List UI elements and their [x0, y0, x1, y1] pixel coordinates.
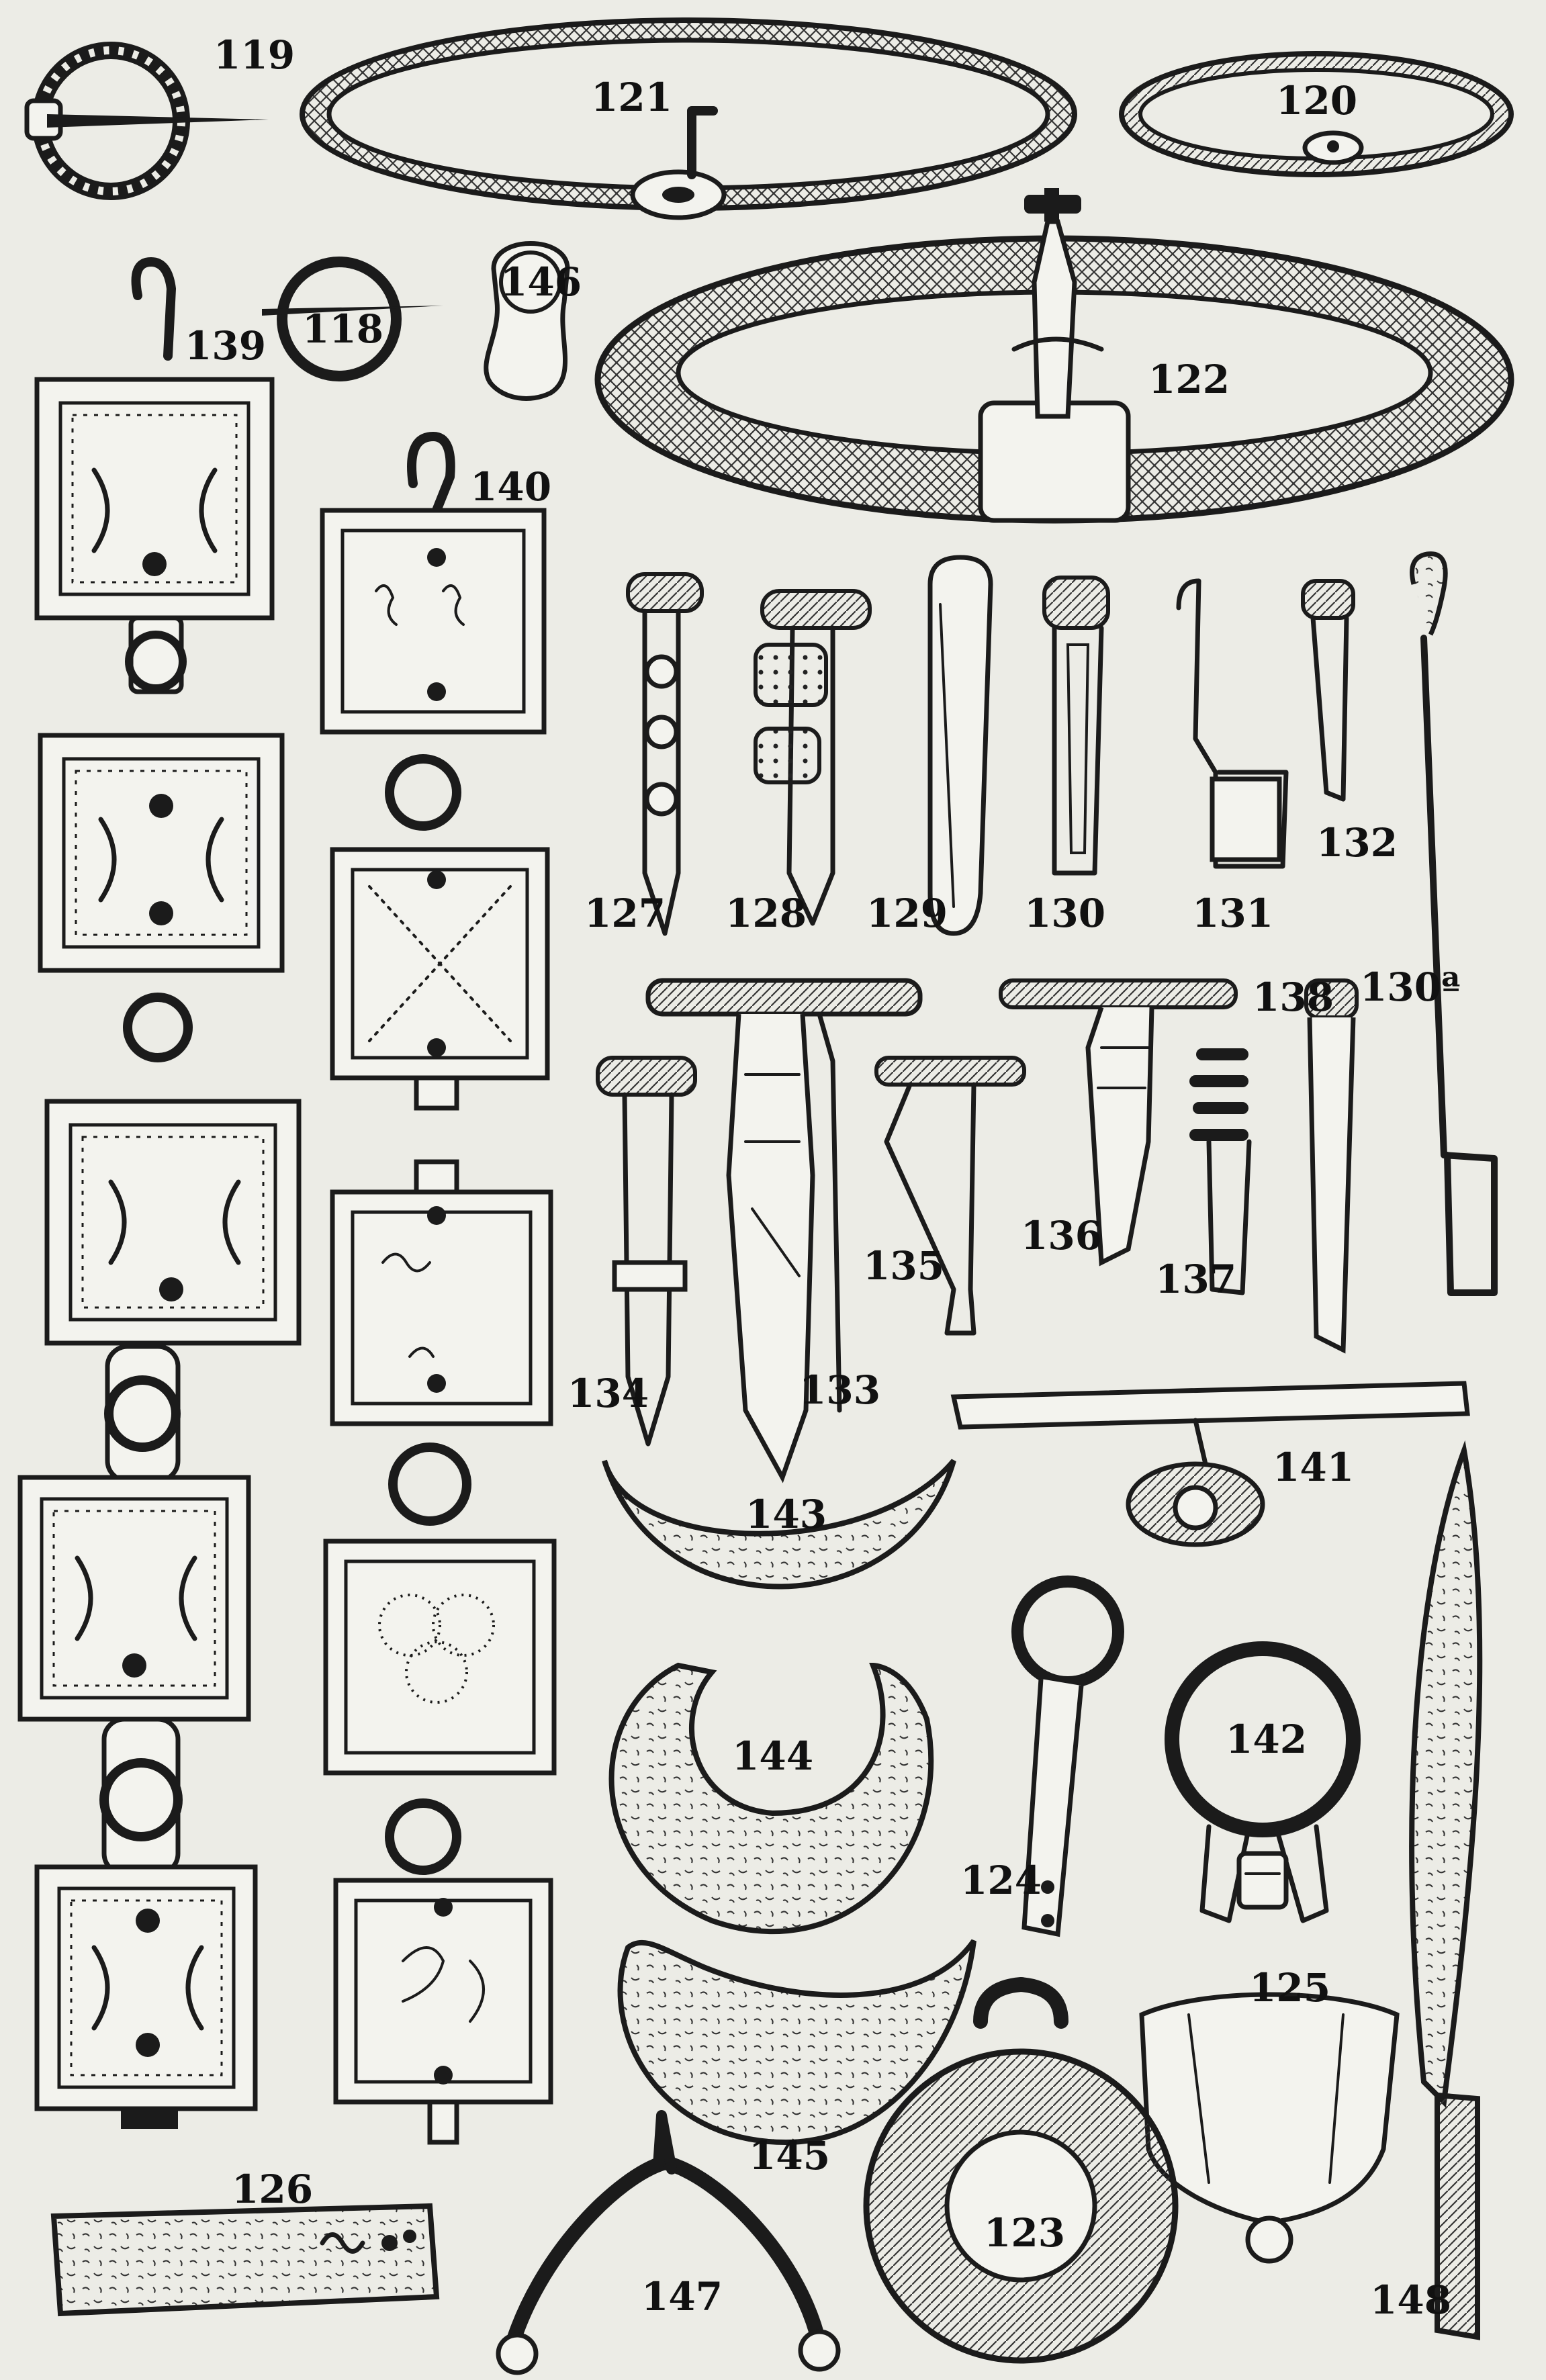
label-130: 130	[1024, 890, 1105, 936]
label-134: 134	[567, 1371, 649, 1416]
item-123-box	[863, 1977, 1179, 2364]
label-148: 148	[1370, 2277, 1451, 2323]
item-137-fibula	[1189, 1048, 1252, 1295]
item-134-fibula	[596, 1056, 697, 1447]
item-132-fibula	[1301, 579, 1355, 802]
label-129: 129	[866, 890, 948, 936]
item-119-brooch	[24, 42, 269, 200]
label-127: 127	[584, 890, 666, 936]
label-135: 135	[863, 1243, 944, 1289]
label-119: 119	[214, 32, 295, 78]
label-146: 146	[500, 259, 582, 305]
item-139-chain-lower	[17, 1099, 302, 2129]
label-147: 147	[641, 2274, 723, 2320]
label-131: 131	[1192, 890, 1273, 936]
item-128-fibula	[754, 589, 872, 926]
label-139: 139	[185, 323, 266, 369]
label-125: 125	[1249, 1965, 1330, 2011]
label-140: 140	[470, 464, 551, 510]
label-144: 144	[732, 1733, 813, 1779]
item-118-brooch	[262, 257, 443, 381]
item-121-torc	[300, 17, 1077, 220]
label-137: 137	[1155, 1256, 1236, 1302]
item-126-strip	[50, 2203, 440, 2317]
item-145-lunula	[617, 1939, 976, 2146]
item-130a-pin	[1410, 551, 1498, 1296]
item-133-fibula	[645, 978, 923, 1483]
item-124-ring-bar	[1011, 1575, 1124, 1937]
item-120-ring	[1119, 51, 1514, 177]
item-131-fibula	[1176, 578, 1289, 869]
item-135-fibula	[874, 1056, 1026, 1336]
figure-labels: 119 121 120 118 146 122 139 140 127 128 …	[185, 32, 1460, 2323]
item-130-fibula	[1042, 576, 1110, 876]
item-127-fibula	[626, 572, 704, 936]
item-138-fibula	[1304, 978, 1359, 1354]
item-144-lunula	[608, 1662, 934, 1935]
label-132: 132	[1316, 820, 1398, 866]
item-129-fibula	[927, 555, 993, 936]
label-141: 141	[1273, 1445, 1354, 1490]
item-141-fitting	[950, 1381, 1470, 1547]
item-140-chain	[320, 432, 557, 2145]
label-142: 142	[1226, 1717, 1307, 1762]
item-146-pendant	[484, 241, 570, 401]
label-130a: 130ª	[1360, 964, 1460, 1010]
item-147-spur	[496, 2110, 841, 2375]
label-133: 133	[799, 1367, 880, 1413]
label-120: 120	[1276, 78, 1357, 124]
label-136: 136	[1021, 1213, 1102, 1258]
label-118: 118	[302, 306, 383, 352]
label-126: 126	[232, 2166, 313, 2212]
label-128: 128	[725, 890, 807, 936]
label-124: 124	[960, 1858, 1042, 1903]
label-123: 123	[984, 2210, 1065, 2256]
item-122-torc	[594, 188, 1514, 524]
label-138: 138	[1253, 974, 1334, 1020]
item-143-lunula	[602, 1459, 956, 1590]
label-122: 122	[1148, 357, 1230, 402]
item-148-knife	[1409, 1440, 1483, 2340]
label-121: 121	[591, 75, 672, 120]
item-125-mount	[1139, 1992, 1400, 2264]
item-142-ring-mount	[1165, 1641, 1361, 1923]
item-136-fibula	[999, 978, 1238, 1267]
label-145: 145	[749, 2133, 830, 2179]
label-143: 143	[745, 1492, 827, 1537]
item-139-chain	[34, 257, 285, 1062]
